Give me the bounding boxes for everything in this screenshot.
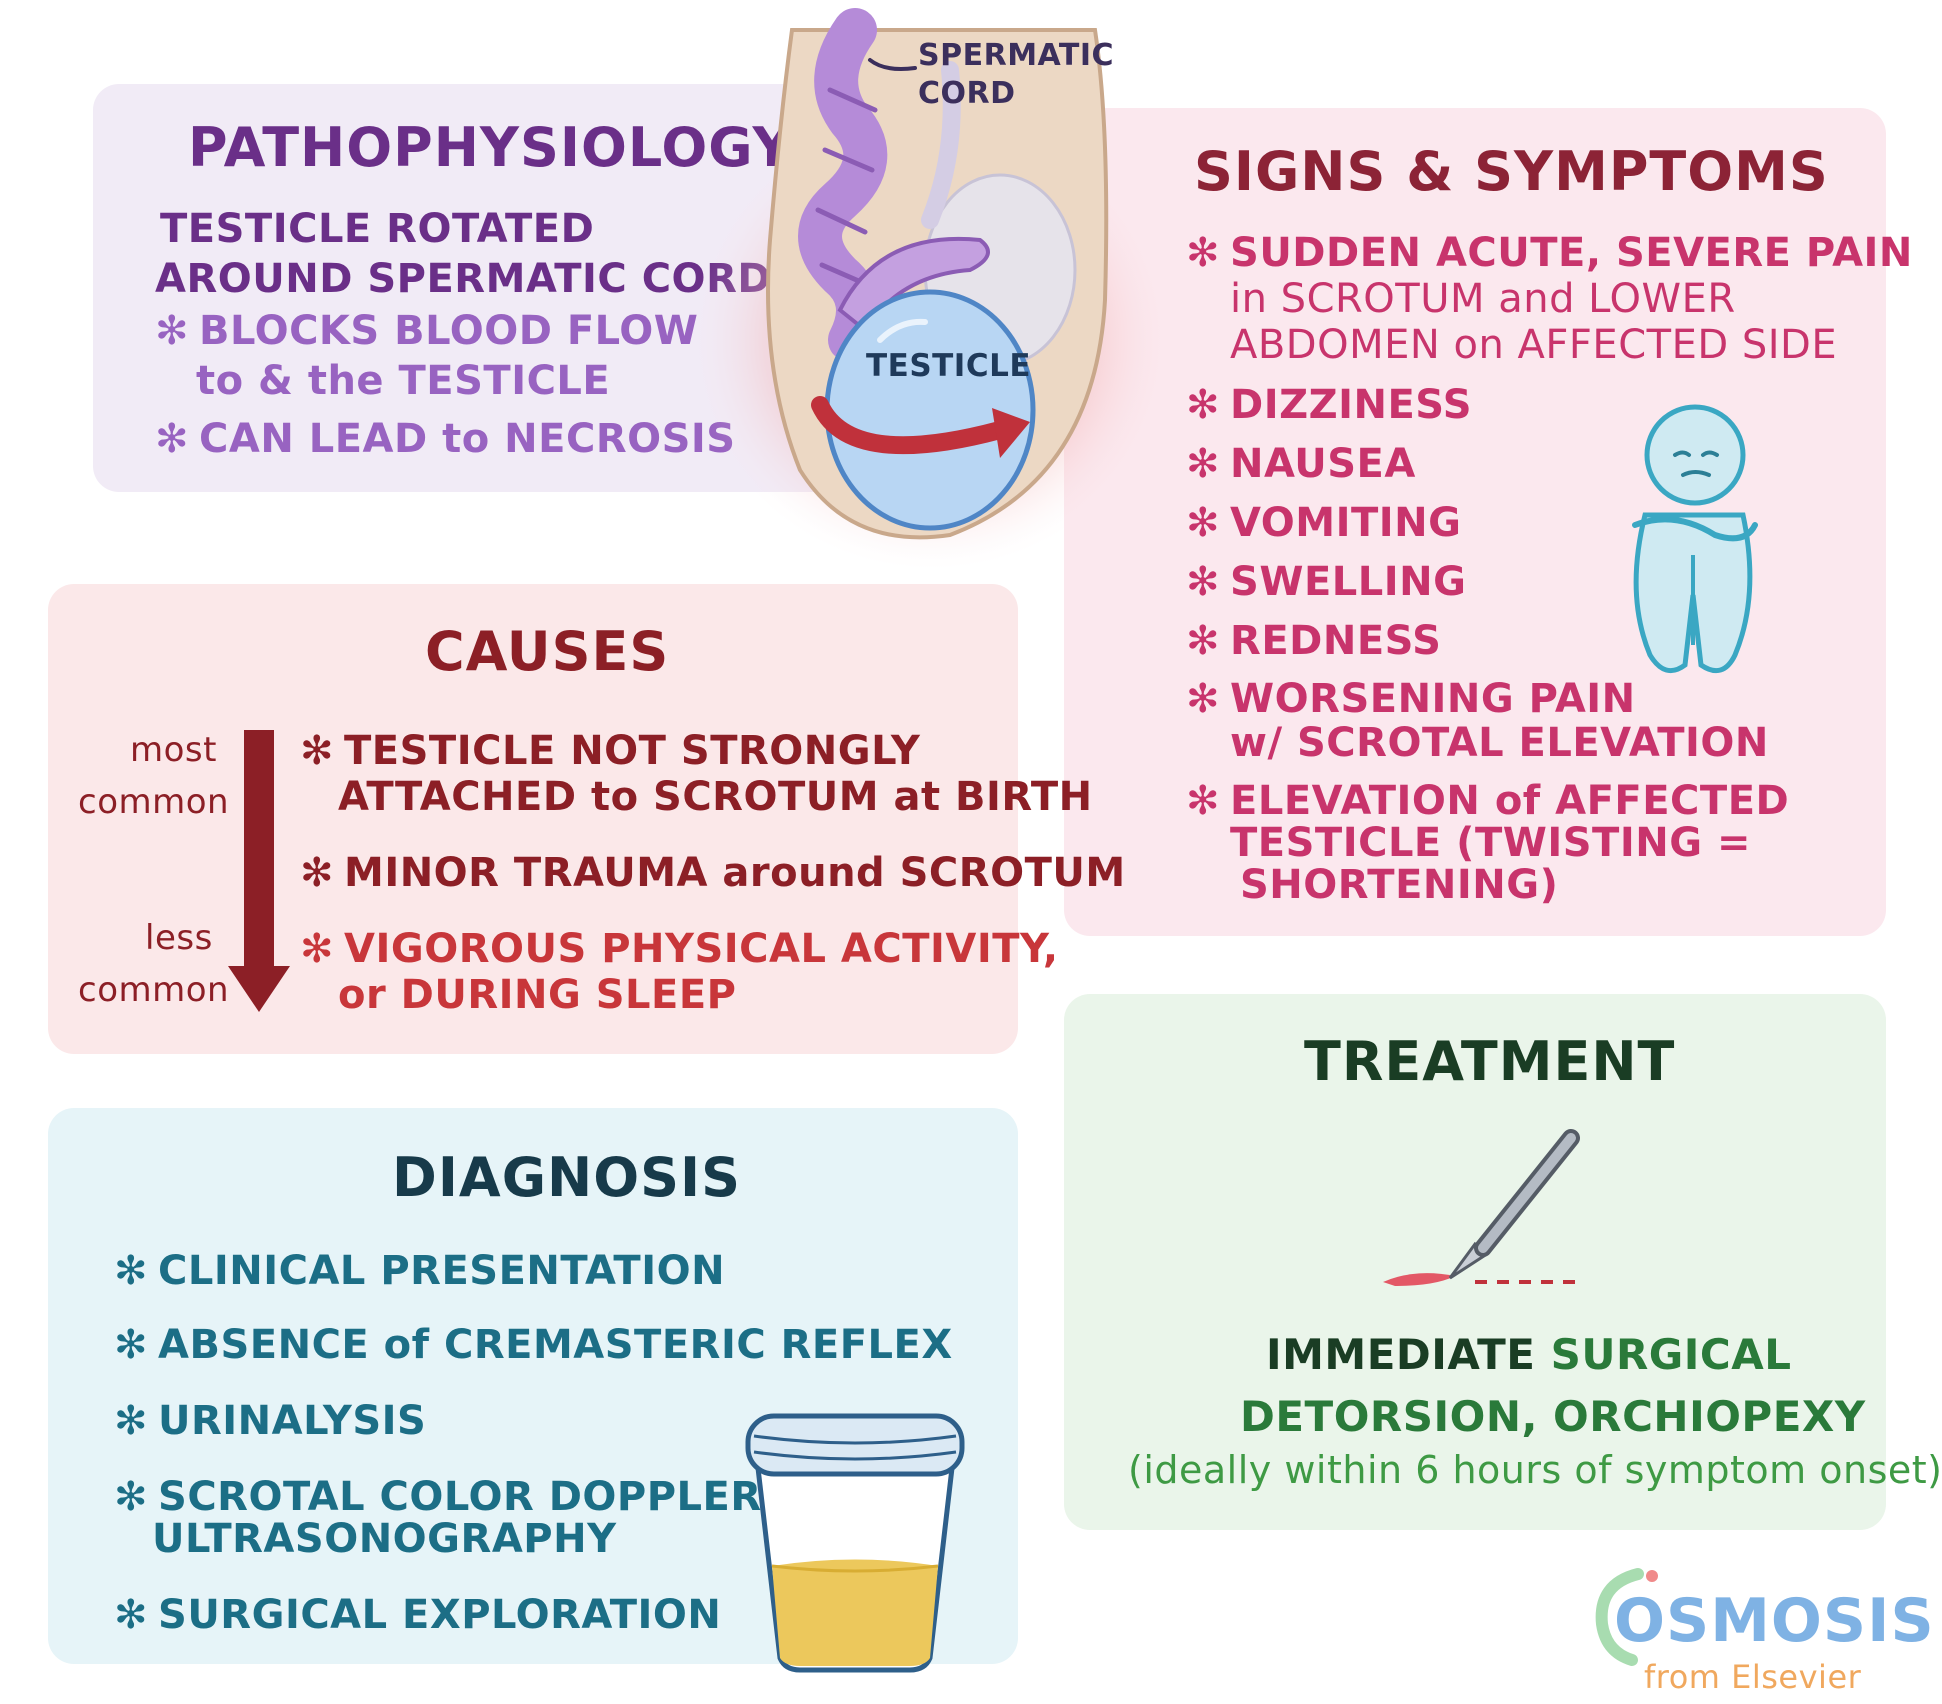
causes-title: CAUSES [425, 620, 670, 683]
sign-item-1-cont-1: in SCROTUM and LOWER [1230, 276, 1736, 322]
asterisk-bullet-icon: ✻ [155, 416, 190, 462]
asterisk-bullet-icon: ✻ [300, 850, 335, 896]
sign-item-8-cont-2: SHORTENING) [1240, 862, 1559, 908]
rotation-arrow [811, 396, 1009, 455]
asterisk-bullet-icon: ✻ [1186, 500, 1221, 546]
arrow-down-icon [228, 730, 290, 1012]
diag-item-4: ✻SCROTAL COLOR DOPPLER [114, 1474, 762, 1520]
osmosis-logo-mark [1595, 1568, 1658, 1666]
most-common-label-1: most [130, 730, 217, 770]
asterisk-bullet-icon: ✻ [114, 1592, 149, 1638]
treatment-line-2: DETORSION, ORCHIOPEXY [1240, 1392, 1866, 1441]
urine-cup-icon [745, 1413, 965, 1673]
sign-item-1-cont-2: ABDOMEN on AFFECTED SIDE [1230, 322, 1838, 368]
asterisk-bullet-icon: ✻ [300, 926, 335, 972]
cause-item-1: ✻TESTICLE NOT STRONGLY [300, 728, 921, 774]
sign-item-8: ✻ELEVATION of AFFECTED [1186, 778, 1790, 824]
asterisk-bullet-icon: ✻ [114, 1322, 149, 1368]
cause-item-1-cont: ATTACHED to SCROTUM at BIRTH [338, 774, 1093, 820]
osmosis-logo-text: OSMOSIS [1614, 1586, 1935, 1656]
testicle-shape [824, 289, 1036, 531]
sad-person-icon [1632, 404, 1758, 674]
causes-panel [48, 584, 1018, 1054]
treatment-line-3: (ideally within 6 hours of symptom onset… [1128, 1448, 1942, 1492]
asterisk-bullet-icon: ✻ [1186, 676, 1221, 722]
cause-item-3-cont: or DURING SLEEP [338, 972, 737, 1018]
sign-item-8-cont-1: TESTICLE (TWISTING = [1230, 820, 1751, 866]
scalpel-icon [1383, 1129, 1580, 1286]
patho-bullet-2: ✻CAN LEAD to NECROSIS [155, 416, 736, 462]
asterisk-bullet-icon: ✻ [114, 1474, 149, 1520]
cause-item-3: ✻VIGOROUS PHYSICAL ACTIVITY, [300, 926, 1059, 972]
less-common-label-2: common [78, 970, 230, 1010]
asterisk-bullet-icon: ✻ [1186, 441, 1221, 487]
rotation-arrow-head [992, 408, 1030, 458]
contralateral-cord [921, 61, 961, 229]
testicle-label: TESTICLE [866, 348, 1032, 384]
asterisk-bullet-icon: ✻ [1186, 618, 1221, 664]
patho-bullet-1: ✻BLOCKS BLOOD FLOW [155, 308, 699, 354]
less-common-label-1: less [145, 918, 213, 958]
sign-item-3: ✻NAUSEA [1186, 441, 1416, 487]
asterisk-bullet-icon: ✻ [114, 1248, 149, 1294]
signs-symptoms-panel [1064, 108, 1886, 936]
asterisk-bullet-icon: ✻ [300, 728, 335, 774]
diag-item-2: ✻ABSENCE of CREMASTERIC REFLEX [114, 1322, 953, 1368]
label-pointer [868, 58, 917, 71]
asterisk-bullet-icon: ✻ [155, 308, 190, 354]
diag-item-4-cont: ULTRASONOGRAPHY [152, 1516, 617, 1562]
sign-item-1: ✻SUDDEN ACUTE, SEVERE PAIN [1186, 230, 1913, 276]
osmosis-logo-sub: from Elsevier [1644, 1658, 1862, 1696]
spermatic-label-1: SPERMATIC [918, 38, 1115, 73]
most-common-label-2: common [78, 782, 230, 822]
sign-item-7: ✻WORSENING PAIN [1186, 676, 1636, 722]
spermatic-label-2: CORD [918, 76, 1016, 111]
sign-item-2: ✻DIZZINESS [1186, 382, 1473, 428]
cord-twist-lines [815, 87, 878, 288]
diag-item-5: ✻SURGICAL EXPLORATION [114, 1592, 722, 1638]
diagnosis-title: DIAGNOSIS [392, 1146, 742, 1209]
asterisk-bullet-icon: ✻ [114, 1398, 149, 1444]
testicle-highlight [877, 318, 928, 343]
cause-item-2: ✻MINOR TRAUMA around SCROTUM [300, 850, 1126, 896]
patho-line-1: TESTICLE ROTATED [160, 206, 595, 252]
testicle-torsion-illustration [692, 8, 1172, 570]
treatment-line-1: IMMEDIATE SURGICAL [1266, 1330, 1792, 1379]
patho-line-2: AROUND SPERMATIC CORD [155, 256, 772, 302]
asterisk-bullet-icon: ✻ [1186, 382, 1221, 428]
asterisk-bullet-icon: ✻ [1186, 230, 1221, 276]
asterisk-bullet-icon: ✻ [1186, 778, 1221, 824]
diag-item-1: ✻CLINICAL PRESENTATION [114, 1248, 726, 1294]
asterisk-bullet-icon: ✻ [1186, 559, 1221, 605]
sign-item-5: ✻SWELLING [1186, 559, 1467, 605]
sign-item-4: ✻VOMITING [1186, 500, 1462, 546]
treatment-title: TREATMENT [1304, 1030, 1676, 1093]
sign-item-6: ✻REDNESS [1186, 618, 1442, 664]
signs-title: SIGNS & SYMPTOMS [1194, 140, 1829, 203]
pathophysiology-title: PATHOPHYSIOLOGY [188, 116, 793, 179]
sign-item-7-cont: w/ SCROTAL ELEVATION [1230, 720, 1769, 766]
diag-item-3: ✻URINALYSIS [114, 1398, 427, 1444]
patho-bullet-1-cont: to & the TESTICLE [196, 358, 611, 404]
